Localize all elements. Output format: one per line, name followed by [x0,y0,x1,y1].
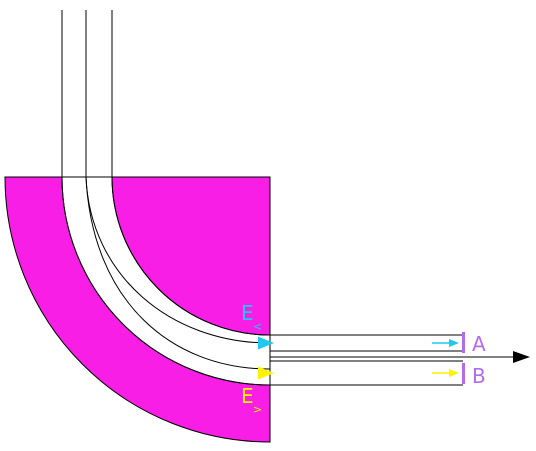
exit-tubes [270,334,463,386]
beam-path-inner [111,176,271,336]
detector-b-bar [462,363,465,384]
entry-tube [61,10,113,177]
cyan-detector-arrowhead [449,339,459,347]
e-upper-label: E [241,384,254,408]
detectors [462,332,465,384]
magnet [4,176,271,443]
beam-paths [61,176,271,386]
yellow-beam-arrows [258,366,459,380]
e-lower-label: E [241,301,254,325]
detector-b-label: B [472,364,486,388]
detector-a-bar [462,332,465,353]
yellow-detector-arrowhead [449,369,459,377]
detector-a-label: A [472,332,486,356]
e-upper-subscript: > [253,403,262,416]
beam-path-lower-energy [85,176,271,344]
cyan-exit-arrowhead [258,336,274,350]
e-lower-subscript: < [253,320,262,333]
cyan-beam-arrows [258,336,459,350]
yellow-exit-arrowhead [258,366,274,380]
output-arrow [270,351,530,363]
beam-path-outer [61,176,271,386]
beam-path-higher-energy [85,176,271,370]
